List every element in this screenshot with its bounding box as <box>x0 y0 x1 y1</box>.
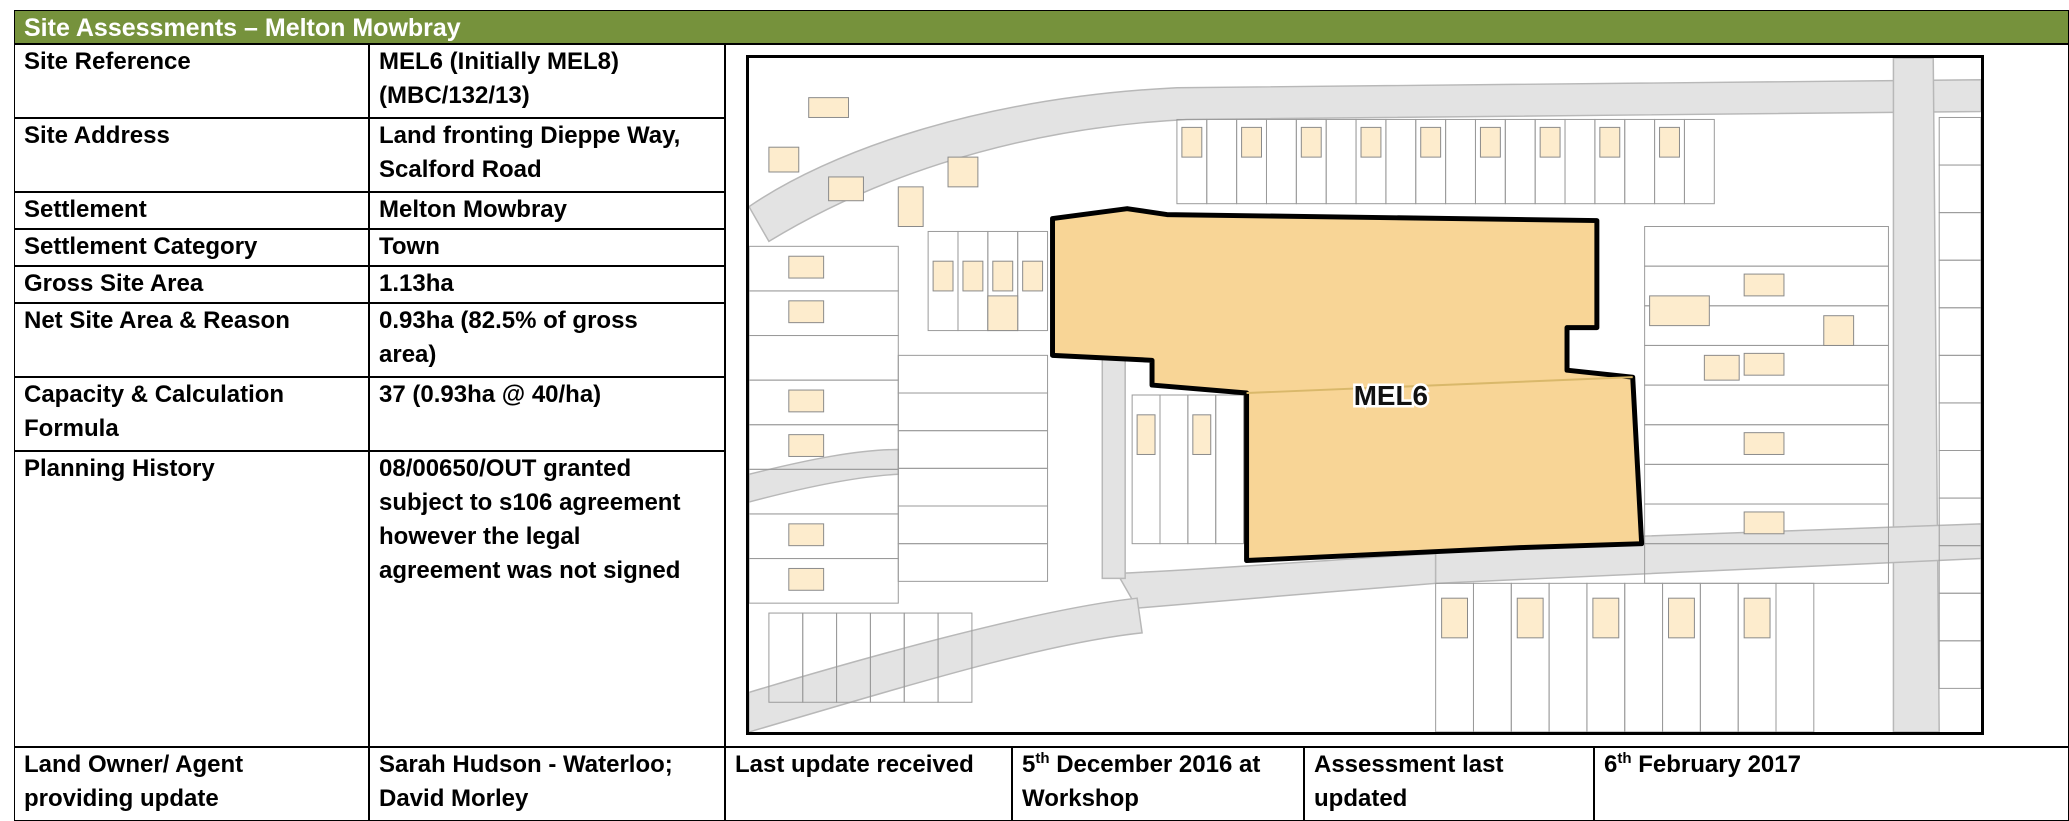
map-building <box>987 295 1019 332</box>
map-plot <box>1215 394 1245 545</box>
value-planning-history: 08/00650/OUT granted subject to s106 agr… <box>369 451 725 747</box>
page-title: Site Assessments – Melton Mowbray <box>14 10 2069 44</box>
last-update-day: 5 <box>1022 751 1036 778</box>
map-building <box>788 567 825 591</box>
value-site-reference: MEL6 (Initially MEL8) (MBC/132/13) <box>369 44 725 118</box>
map-building <box>1743 432 1785 455</box>
map-building <box>1539 126 1561 158</box>
road-north <box>749 79 1981 243</box>
map-building <box>788 434 825 457</box>
map-building <box>962 260 984 292</box>
map-building <box>788 523 825 547</box>
map-building <box>1181 126 1203 158</box>
assessment-table: Site Reference MEL6 (Initially MEL8) (MB… <box>14 44 2069 821</box>
value-settlement-category: Town <box>369 229 725 266</box>
road-southwest <box>749 597 1143 732</box>
map-building <box>992 260 1014 292</box>
road-east <box>1892 58 1940 732</box>
map-building <box>1479 126 1501 158</box>
map-building <box>1022 260 1044 292</box>
label-site-reference: Site Reference <box>14 44 369 118</box>
value-last-update: 5th December 2016 at Workshop <box>1012 747 1304 821</box>
site-boundary-mel6 <box>1050 206 1645 564</box>
map-plot <box>897 543 1049 582</box>
value-site-address: Land fronting Dieppe Way, Scalford Road <box>369 118 725 192</box>
map-building <box>1592 597 1620 639</box>
map-building <box>808 97 850 118</box>
value-gross-site-area: 1.13ha <box>369 266 725 303</box>
map-building <box>1192 414 1212 455</box>
value-assessment-updated: 6th February 2017 <box>1594 747 2069 821</box>
map-plot <box>1775 582 1815 732</box>
site-map-svg: MEL6 <box>749 58 1981 732</box>
site-map-cell: MEL6 <box>725 44 2069 747</box>
map-building <box>1516 597 1544 639</box>
map-building <box>1668 597 1695 639</box>
label-capacity: Capacity & Calculation Formula <box>14 377 369 451</box>
map-building <box>1743 597 1771 639</box>
road-lane <box>1101 334 1126 580</box>
map-roads <box>749 58 1981 732</box>
last-update-line2: Workshop <box>1022 785 1139 812</box>
map-building <box>1420 126 1442 158</box>
value-land-owner: Sarah Hudson - Waterloo; David Morley <box>369 747 725 821</box>
map-building <box>1659 126 1680 158</box>
map-plot <box>1017 230 1049 332</box>
site-label: MEL6 <box>1354 380 1428 411</box>
label-site-address: Site Address <box>14 118 369 192</box>
map-building <box>1136 414 1156 455</box>
map-building <box>828 176 864 202</box>
label-planning-history: Planning History <box>14 451 369 747</box>
label-last-update: Last update received <box>725 747 1012 821</box>
map-plot <box>937 612 973 703</box>
assessment-rest: February 2017 <box>1631 751 1801 778</box>
label-land-owner: Land Owner/ Agent providing update <box>14 747 369 821</box>
assessment-suffix: th <box>1617 750 1632 767</box>
map-building <box>1743 352 1785 376</box>
map-building <box>1743 511 1785 535</box>
map-building <box>768 146 800 173</box>
map-buildings <box>768 97 1855 639</box>
site-internal-line <box>1246 376 1633 395</box>
map-plot <box>1938 640 1981 689</box>
map-building <box>1300 126 1322 158</box>
label-settlement-category: Settlement Category <box>14 229 369 266</box>
map-building <box>947 156 979 188</box>
assessment-day: 6 <box>1604 751 1618 778</box>
label-settlement: Settlement <box>14 192 369 229</box>
label-net-site-area: Net Site Area & Reason <box>14 303 369 377</box>
map-building <box>788 300 825 324</box>
map-building <box>788 389 825 413</box>
map-building <box>1703 354 1740 381</box>
value-settlement: Melton Mowbray <box>369 192 725 229</box>
map-building <box>1360 126 1382 158</box>
map-building <box>897 186 924 227</box>
value-net-site-area: 0.93ha (82.5% of gross area) <box>369 303 725 377</box>
label-assessment-updated: Assessment last updated <box>1304 747 1594 821</box>
map-building <box>1823 315 1855 346</box>
map-building <box>788 255 825 279</box>
label-gross-site-area: Gross Site Area <box>14 266 369 303</box>
last-update-rest: December 2016 at <box>1049 751 1261 778</box>
map-plot <box>1683 118 1715 205</box>
map-building <box>1241 126 1263 158</box>
map-building <box>1599 126 1621 158</box>
map-building <box>1441 597 1468 639</box>
map-building <box>1743 273 1785 297</box>
last-update-suffix: th <box>1035 750 1050 767</box>
value-capacity: 37 (0.93ha @ 40/ha) <box>369 377 725 451</box>
site-map: MEL6 <box>746 55 1984 735</box>
map-building <box>932 260 954 292</box>
map-building <box>1649 295 1710 327</box>
map-plots <box>749 116 1981 732</box>
